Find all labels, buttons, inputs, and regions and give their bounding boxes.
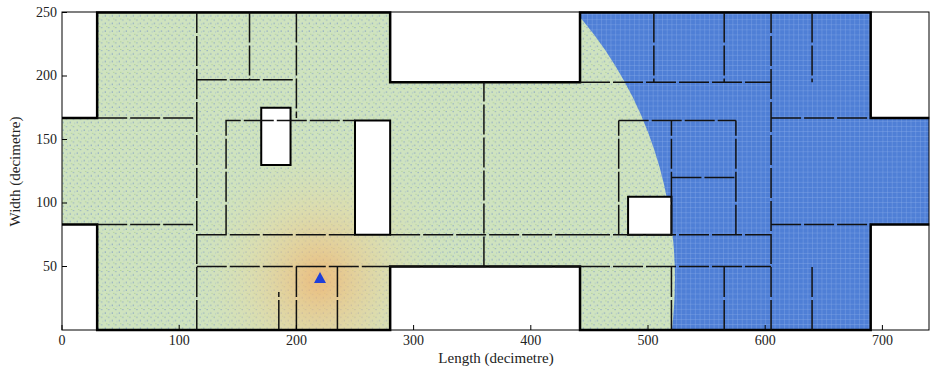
hot-spot bbox=[179, 127, 460, 373]
axis-tick-label: 100 bbox=[169, 334, 190, 348]
axis-tick-label: 150 bbox=[36, 133, 57, 147]
axis-tick-label: 100 bbox=[36, 196, 57, 210]
axes-frame bbox=[62, 12, 929, 330]
void bbox=[261, 108, 290, 165]
axis-title: Width (decimetre) bbox=[9, 116, 24, 226]
axis-tick-label: 600 bbox=[755, 334, 776, 348]
axis-tick-label: 50 bbox=[43, 260, 57, 274]
axis-tick-label: 300 bbox=[403, 334, 424, 348]
inner-wall bbox=[97, 13, 871, 331]
tick-marks bbox=[62, 13, 882, 331]
axis-tick-label: 400 bbox=[520, 334, 541, 348]
axis-tick-label: 200 bbox=[36, 69, 57, 83]
void bbox=[355, 120, 390, 234]
transmitter-marker bbox=[314, 272, 326, 283]
axis-tick-label: 200 bbox=[286, 334, 307, 348]
void bbox=[628, 197, 671, 235]
axis-title: Length (decimetre) bbox=[438, 351, 553, 366]
outer-wall bbox=[62, 13, 929, 331]
axis-tick-label: 700 bbox=[872, 334, 893, 348]
axis-tick-label: 250 bbox=[36, 6, 57, 20]
axis-tick-label: 500 bbox=[638, 334, 659, 348]
axis-tick-label: 0 bbox=[59, 334, 66, 348]
